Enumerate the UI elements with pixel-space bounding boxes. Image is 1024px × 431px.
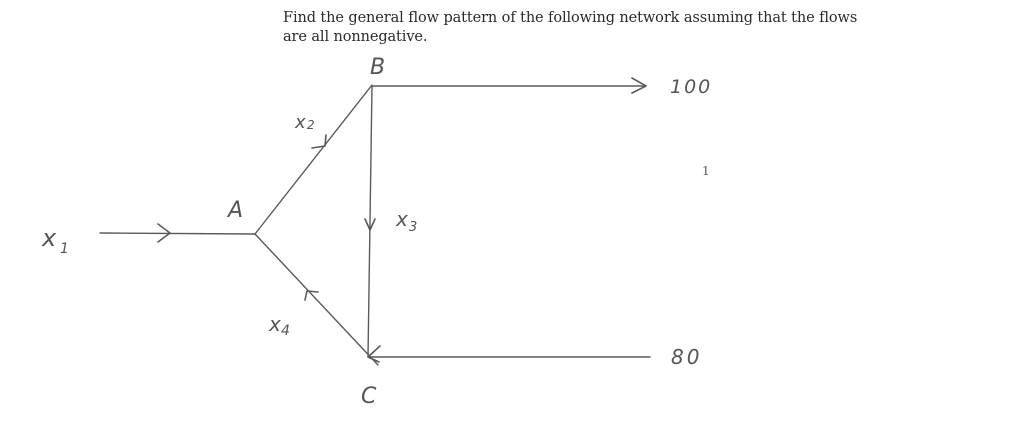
edge-out-b bbox=[371, 77, 647, 94]
svg-text:2: 2 bbox=[307, 118, 315, 132]
svg-text:x: x bbox=[41, 224, 57, 252]
arrow-right-icon bbox=[157, 223, 171, 243]
svg-text:4: 4 bbox=[281, 323, 290, 339]
svg-text:x: x bbox=[294, 112, 306, 133]
svg-text:x: x bbox=[268, 312, 281, 336]
node-label-b: B bbox=[370, 55, 385, 80]
problem-statement: Find the general flow pattern of the fol… bbox=[283, 9, 983, 47]
external-value-80: 80 bbox=[671, 345, 702, 369]
svg-text:3: 3 bbox=[409, 220, 417, 235]
edge-x4 bbox=[254, 233, 379, 366]
arrow-up-right-icon bbox=[311, 134, 327, 149]
svg-text:x: x bbox=[395, 207, 408, 231]
edge-x2 bbox=[254, 84, 373, 235]
svg-text:1: 1 bbox=[60, 241, 69, 257]
flow-label-x3: x 3 bbox=[395, 207, 417, 235]
external-value-100: 100 bbox=[670, 76, 712, 98]
edge-in-c bbox=[367, 345, 651, 363]
flow-label-x4: x 4 bbox=[268, 312, 290, 339]
node-label-c: C bbox=[361, 384, 377, 409]
problem-line-2: are all nonnegative. bbox=[283, 29, 428, 45]
node-label-a: A bbox=[226, 198, 243, 223]
arrow-left-icon bbox=[367, 345, 381, 363]
problem-line-1: Find the general flow pattern of the fol… bbox=[283, 10, 858, 26]
arrow-right-icon bbox=[631, 77, 647, 94]
edge-x3 bbox=[364, 85, 376, 358]
flow-label-x2: x 2 bbox=[294, 112, 315, 133]
edge-x1 bbox=[99, 223, 256, 243]
arrow-down-icon bbox=[364, 218, 376, 231]
arrow-up-left-icon bbox=[304, 290, 319, 301]
flow-label-x1: x 1 bbox=[41, 224, 69, 257]
page-marker: 1 bbox=[702, 164, 710, 178]
